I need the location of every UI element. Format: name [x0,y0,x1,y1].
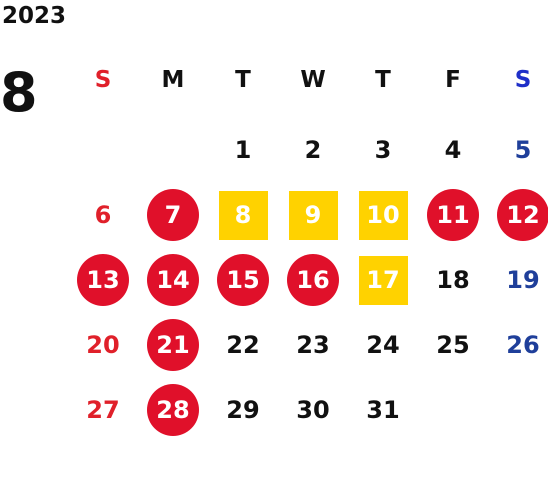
day-number: 2 [304,136,322,164]
highlighted-day-number: 9 [288,190,338,240]
day-number: 1 [234,136,252,164]
day-cell[interactable]: 13 [68,250,138,310]
holiday-day-number: 7 [147,189,199,241]
day-cell[interactable]: 4 [418,120,488,180]
day-cell[interactable]: 14 [138,250,208,310]
day-cell[interactable]: 30 [278,380,348,440]
day-cell[interactable]: 22 [208,315,278,375]
day-cell[interactable]: 17 [348,250,418,310]
day-cell[interactable]: 12 [488,185,548,245]
holiday-day-number: 11 [427,189,479,241]
calendar-month: 8 [0,61,38,124]
highlighted-day-number: 17 [358,255,408,305]
day-cell[interactable]: 27 [68,380,138,440]
day-number: 29 [226,396,260,424]
weekday-header: F [445,67,461,93]
day-cell[interactable]: 24 [348,315,418,375]
day-number: 24 [366,331,400,359]
day-cell[interactable]: 19 [488,250,548,310]
saturday-day-number: 19 [506,266,540,294]
day-cell[interactable]: 5 [488,120,548,180]
day-number: 23 [296,331,330,359]
day-cell[interactable]: 18 [418,250,488,310]
day-cell[interactable]: 3 [348,120,418,180]
weekday-header: S [514,67,532,93]
day-cell[interactable]: 25 [418,315,488,375]
day-cell[interactable]: 29 [208,380,278,440]
highlighted-day-number: 10 [358,190,408,240]
weekday-header: W [300,67,326,93]
weekday-header: T [235,67,251,93]
day-cell[interactable]: 15 [208,250,278,310]
day-cell[interactable]: 10 [348,185,418,245]
day-cell[interactable]: 20 [68,315,138,375]
day-cell[interactable]: 9 [278,185,348,245]
weekday-header: M [161,67,185,93]
day-cell[interactable]: 2 [278,120,348,180]
day-number: 3 [374,136,392,164]
sunday-day-number: 20 [86,331,120,359]
holiday-day-number: 13 [77,254,129,306]
day-cell[interactable]: 21 [138,315,208,375]
holiday-day-number: 14 [147,254,199,306]
day-cell[interactable]: 28 [138,380,208,440]
day-cell[interactable]: 11 [418,185,488,245]
holiday-day-number: 28 [147,384,199,436]
day-number: 30 [296,396,330,424]
day-cell[interactable]: 23 [278,315,348,375]
holiday-day-number: 21 [147,319,199,371]
holiday-day-number: 15 [217,254,269,306]
calendar-year: 2023 [2,3,67,29]
day-number: 18 [436,266,470,294]
day-cell[interactable]: 1 [208,120,278,180]
day-number: 4 [444,136,462,164]
day-number: 25 [436,331,470,359]
saturday-day-number: 26 [506,331,540,359]
holiday-day-number: 12 [497,189,548,241]
saturday-day-number: 5 [514,136,532,164]
day-cell[interactable]: 6 [68,185,138,245]
sunday-day-number: 6 [94,201,112,229]
day-cell[interactable]: 16 [278,250,348,310]
day-cell[interactable]: 26 [488,315,548,375]
day-number: 22 [226,331,260,359]
holiday-day-number: 16 [287,254,339,306]
day-number: 31 [366,396,400,424]
weekday-header: T [375,67,391,93]
day-cell[interactable]: 31 [348,380,418,440]
highlighted-day-number: 8 [218,190,268,240]
sunday-day-number: 27 [86,396,120,424]
day-cell[interactable]: 8 [208,185,278,245]
weekday-header: S [94,67,112,93]
day-cell[interactable]: 7 [138,185,208,245]
